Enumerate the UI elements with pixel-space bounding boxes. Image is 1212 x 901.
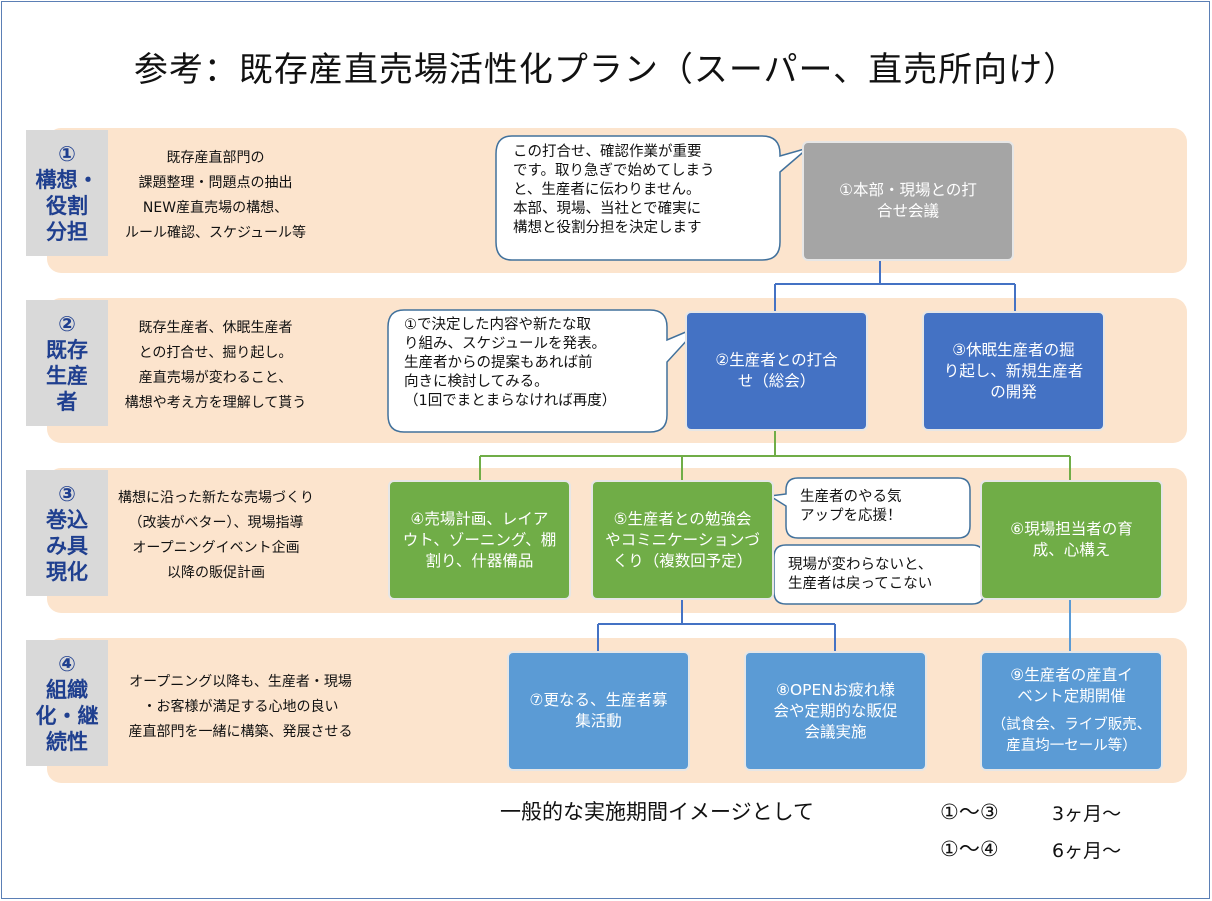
stage-label-2: ② 既存 生産 者: [26, 300, 108, 426]
stage-description-2: 既存生産者、休眠生産者 との打合せ、掘り起し。 産直売場が変わること、 構想や考…: [124, 320, 307, 411]
callout-text-4: 現場が変わらないと、 生産者は戻ってこない: [788, 557, 933, 592]
node-6-staff-training: ⑥現場担当者の育 成、心構え: [980, 480, 1163, 600]
node-7-recruitment: ⑦更なる、生産者募 集活動: [507, 651, 690, 771]
node-2-producer-meeting: ②生産者との打合 せ（総会）: [685, 311, 868, 431]
callout-bubble-2: [387, 309, 701, 433]
callout-bubble-3: [767, 477, 971, 539]
footer-period-1: 3ヶ月～: [1052, 803, 1122, 825]
footer-range-1: ①～③: [940, 800, 999, 824]
node-3-dormant-producers: ③休眠生産者の掘 り起し、新規生産者 の開発: [922, 311, 1105, 431]
node-9-title: ⑨生産者の産直イ ベント定期開催: [1010, 666, 1133, 705]
callout-bubble-1: [495, 135, 809, 261]
footer-range-2: ①～④: [940, 837, 999, 861]
stage-label-4: ④ 組織 化・継 続性: [26, 640, 108, 766]
stage-description-4: オープニング以降も、生産者・現場 ・お客様が満足する心地の良い 産直部門を一緒に…: [128, 674, 353, 740]
footer-period-2: 6ヶ月～: [1052, 840, 1122, 862]
connector-5-to-7-8: [597, 600, 836, 652]
stage-label-1: ① 構想・ 役割 分担: [26, 130, 108, 256]
node-8-open-party: ⑧OPENお疲れ様 会や定期的な販促 会議実施: [744, 651, 927, 771]
node-9-events: ⑨生産者の産直イ ベント定期開催 （試食会、ライブ販売、 産直均一セール等）: [980, 651, 1163, 771]
node-1-hq-meeting: ①本部・現場との打 合せ会議: [802, 141, 1014, 261]
stage-label-3: ③ 巻込 み具 現化: [26, 470, 108, 596]
node-9-subtitle: （試食会、ライブ販売、 産直均一セール等）: [991, 717, 1152, 754]
connector-2-to-4-5-6: [479, 430, 1071, 482]
connector-1-to-2-3: [774, 260, 1016, 312]
callout-text-3: 生産者のやる気 アップを応援！: [800, 489, 902, 524]
page-title: 参考：既存産直売場活性化プラン（スーパー、直売所向け）: [133, 50, 1079, 90]
callout-text-1: この打合せ、確認作業が重要 です。取り急ぎで始めてしまう と、生産者に伝わりませ…: [513, 144, 715, 236]
node-4-store-plan: ④売場計画、レイア ウト、ゾーニング、棚 割り、什器備品: [388, 480, 571, 600]
callout-text-2: ①で決定した内容や新たな取 り組み、スケジュールを発表。 生産者からの提案もあれ…: [404, 317, 617, 409]
footer-period-label: 一般的な実施期間イメージとして: [500, 800, 814, 824]
stage-description-1: 既存産直部門の 課題整理・問題点の抽出 NEW産直売場の構想、 ルール確認、スケ…: [124, 150, 307, 241]
stage-description-3: 構想に沿った新たな売場づくり （改装がベター）、現場指導 オープニングイベント企…: [118, 490, 314, 581]
node-5-study-sessions: ⑤生産者との勉強会 やコミニケーションづ くり（複数回予定）: [591, 480, 774, 600]
